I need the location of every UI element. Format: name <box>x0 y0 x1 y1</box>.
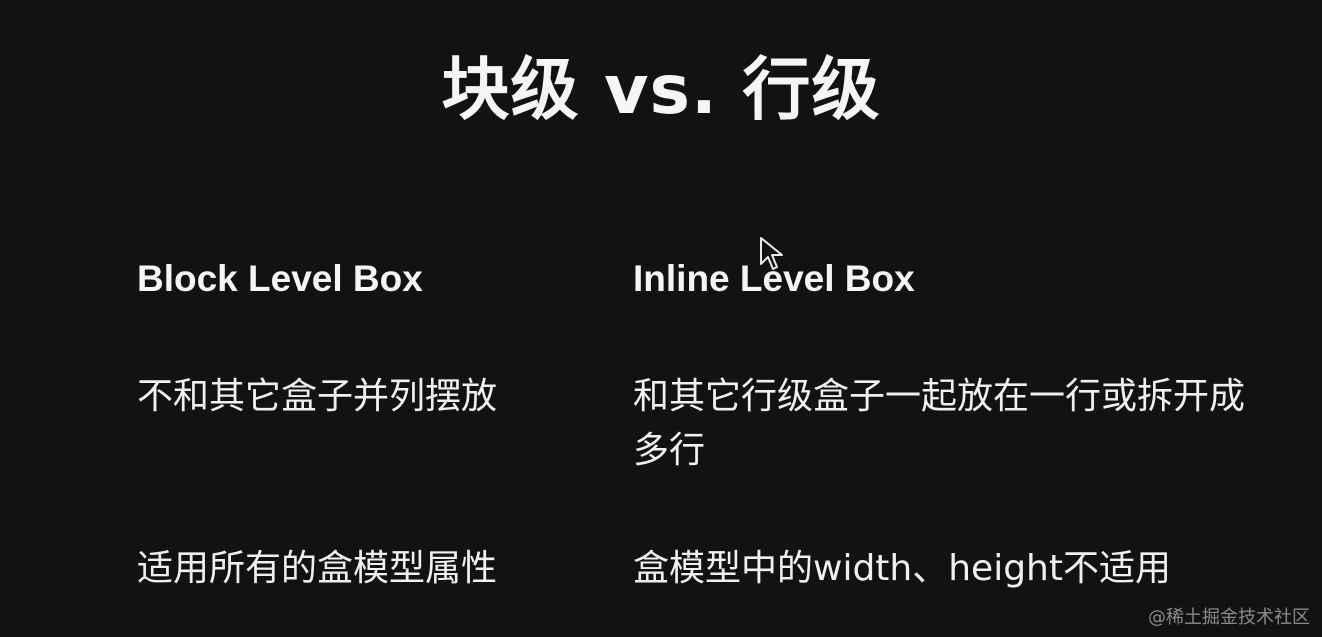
slide-title: 块级 vs. 行级 <box>441 51 881 130</box>
watermark: @稀土掘金技术社区 <box>1148 607 1310 628</box>
inline-row-2: 盒模型中的width、height不适用 <box>633 548 1171 589</box>
inline-row-1: 和其它行级盒子一起放在一行或拆开成多行 <box>633 376 1246 471</box>
mouse-pointer-icon <box>760 237 783 270</box>
block-row-1: 不和其它盒子并列摆放 <box>137 376 498 417</box>
block-row-2: 适用所有的盒模型属性 <box>137 548 498 589</box>
block-level-heading: Block Level Box <box>137 258 423 299</box>
